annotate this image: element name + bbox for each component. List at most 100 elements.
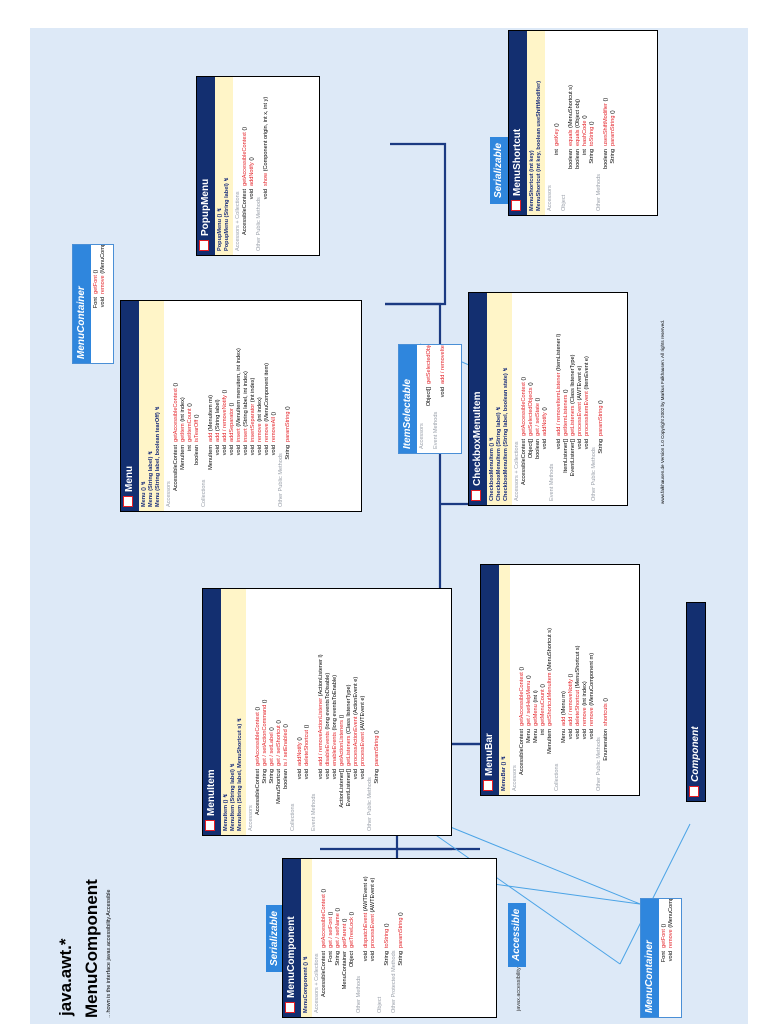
return-type: AccessibleContext xyxy=(173,445,179,492)
member-row: Menuadd (Menu m) xyxy=(561,569,568,791)
return-type: void xyxy=(271,445,277,456)
method-name: paramString xyxy=(598,405,604,436)
method-params: () xyxy=(335,907,341,914)
method-params: () xyxy=(398,912,404,918)
method-name: processEvent xyxy=(577,402,583,436)
return-type: Font xyxy=(328,951,334,963)
return-type: MenuShortcut xyxy=(276,769,282,804)
return-type: MenuContainer xyxy=(342,951,348,990)
method-params: () xyxy=(304,724,310,730)
method-name: getFont xyxy=(93,275,99,294)
member-row: MenuContainergetParent () xyxy=(342,863,349,1013)
constructor: PopupMenu () ↯ xyxy=(217,207,223,251)
member-row: voidprocessEvent (AWTEvent e) xyxy=(370,863,377,1013)
constructors: Menu () ↯Menu (String label) ↯Menu (Stri… xyxy=(139,301,164,511)
method-name: remove xyxy=(257,423,263,442)
section-heading: Event Methods xyxy=(433,411,439,449)
method-params: (String label) xyxy=(215,399,221,433)
interface-name: MenuContainer xyxy=(73,245,91,363)
method-params: () xyxy=(598,400,604,406)
section-heading: Accessors xyxy=(248,805,254,831)
method-name: show xyxy=(263,172,269,186)
method-params: (MenuItem mi) xyxy=(208,395,214,433)
method-name: getTreeLock xyxy=(349,917,355,948)
member-row: intgetKey () xyxy=(554,35,561,211)
return-type: String xyxy=(374,769,380,784)
method-params: (MenuComponent m) xyxy=(589,652,595,708)
method-name: add / removeNotify xyxy=(568,679,574,726)
return-type: void xyxy=(100,297,106,308)
method-name: getListeners xyxy=(570,405,576,436)
method-params: () xyxy=(610,110,616,116)
constructor: Menu (String label, boolean tearOff) ↯ xyxy=(155,405,161,507)
method-params: () xyxy=(542,407,548,413)
method-params: () xyxy=(255,706,261,713)
return-type: AccessibleContext xyxy=(242,189,248,236)
member-row: booleanusesShiftModifier () xyxy=(603,35,610,211)
accessible-interface: Accessible javax.accessibility xyxy=(508,869,534,1019)
section-heading: Other Public Methods xyxy=(591,447,597,501)
return-type: Object[] xyxy=(426,387,432,407)
subtitle: …hown is the interface javax.accessibili… xyxy=(106,889,112,1018)
return-type: void xyxy=(556,439,562,450)
method-params: () xyxy=(276,719,282,726)
return-type: Menu xyxy=(533,729,539,743)
method-params: (MenuShortcut s) xyxy=(568,85,574,130)
method-name: get / setState xyxy=(535,403,541,436)
member-row: voidremove (int index) xyxy=(257,305,264,507)
method-params: (int index) xyxy=(250,377,256,404)
constructors: PopupMenu () ↯PopupMenu (String label) ↯ xyxy=(215,77,233,255)
constructor: CheckboxMenuItem (String label, boolean … xyxy=(503,367,509,501)
constructor: CheckboxMenuItem () ↯ xyxy=(489,436,495,501)
interface-members: FontgetFont ()voidremove (MenuComponent … xyxy=(91,244,109,363)
member-row: voiddispatchEvent (AWTEvent e) xyxy=(363,863,370,1013)
return-type: void xyxy=(297,769,303,780)
class-name: PopupMenu xyxy=(200,178,211,236)
member-row: voidprocessEvent (AWTEvent e) xyxy=(360,593,367,831)
method-params: (int index) xyxy=(582,681,588,708)
section-heading: Collections xyxy=(201,479,207,507)
method-name: get / setHelpMenu xyxy=(526,680,532,726)
method-params: (Menu m) xyxy=(561,691,567,717)
constructor: Menu () ↯ xyxy=(141,480,147,507)
member-row: voidaddNotify () xyxy=(297,593,304,831)
method-name: equals xyxy=(568,129,574,146)
method-name: getItemCount xyxy=(187,408,193,442)
member-row: voidshow (Component origin, int x, int y… xyxy=(263,81,270,251)
return-type: AccessibleContext xyxy=(521,439,527,486)
return-type: Font xyxy=(93,297,99,309)
section-heading: Event Methods xyxy=(549,463,555,501)
method-name: getKey xyxy=(554,128,560,146)
member-row: voidaddNotify () xyxy=(542,297,549,501)
return-type: boolean xyxy=(283,769,289,789)
method-params: () xyxy=(173,382,179,389)
return-type: void xyxy=(542,439,548,450)
constructors: MenuBar () ↯ xyxy=(499,565,510,795)
method-name: remove xyxy=(589,707,595,726)
method-params: () xyxy=(271,411,277,418)
constructor: MenuShortcut (int key) xyxy=(529,150,535,211)
member-row: AccessibleContextgetAccessibleContext () xyxy=(521,297,528,501)
class-icon xyxy=(483,780,493,791)
method-name: is / setEnabled xyxy=(283,729,289,766)
class-name: Component xyxy=(690,726,701,782)
method-params: () xyxy=(374,730,380,736)
method-name: hashCode xyxy=(582,120,588,146)
method-params: (AWTEvent e) xyxy=(370,877,376,915)
method-name: getAccessibleContext xyxy=(321,894,327,948)
method-name: isTearOff xyxy=(194,419,200,442)
method-params: (MenuComponent comp) xyxy=(668,898,674,929)
method-params: (ActionEvent e) xyxy=(353,676,359,717)
method-params: (long eventsToEnable) xyxy=(332,674,338,733)
return-type: void xyxy=(264,445,270,456)
method-params: () xyxy=(342,918,348,924)
member-row: voidadd / removeActionListener (ActionLi… xyxy=(318,593,325,831)
constructor: MenuShortcut (int key, boolean useShiftM… xyxy=(536,80,542,211)
member-row: StringparamString () xyxy=(610,35,617,211)
return-type: void xyxy=(229,445,235,456)
